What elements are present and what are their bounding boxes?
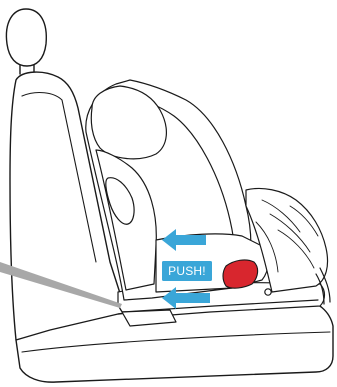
push-badge: PUSH! bbox=[162, 261, 212, 281]
vehicle-headrest bbox=[6, 9, 46, 66]
red-release-button bbox=[223, 260, 258, 288]
base-indicator-dot bbox=[265, 289, 271, 295]
child-car-seat bbox=[86, 80, 330, 326]
push-label: PUSH! bbox=[168, 264, 206, 278]
